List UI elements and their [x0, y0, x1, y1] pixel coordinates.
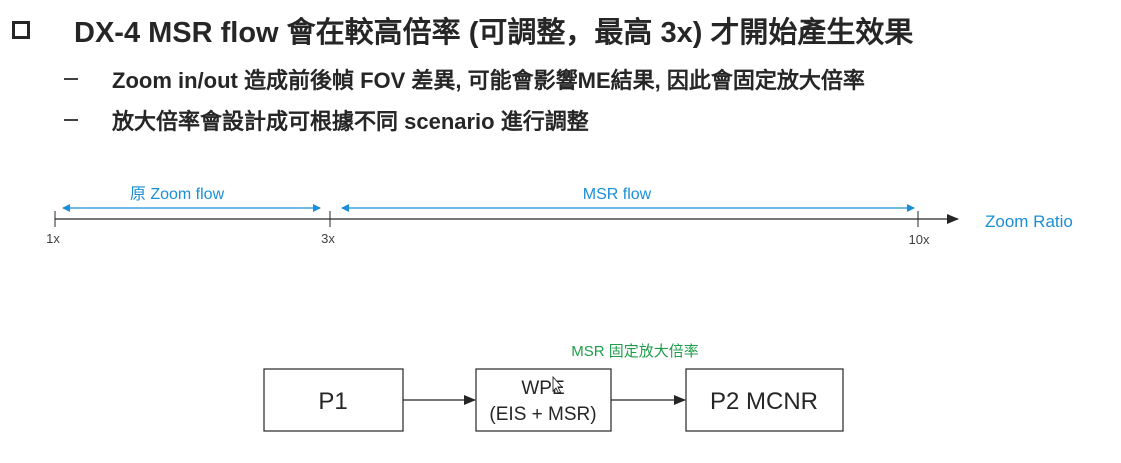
bullet-item: 放大倍率會設計成可根據不同 scenario 進行調整	[64, 105, 589, 135]
title-row: DX-4 MSR flow 會在較高倍率 (可調整，最高 3x) 才開始產生效果	[12, 10, 913, 50]
tick-label: 3x	[321, 231, 335, 246]
tick-label: 1x	[46, 231, 60, 246]
box-label: P2 MCNR	[710, 388, 818, 415]
bullet-text: 放大倍率會設計成可根據不同 scenario 進行調整	[112, 109, 589, 134]
square-bullet-icon	[12, 21, 30, 39]
tick-label: 10x	[909, 232, 930, 247]
range-label: 原 Zoom flow	[130, 186, 225, 203]
dash-bullet-icon	[64, 78, 78, 80]
slide-title: DX-4 MSR flow 會在較高倍率 (可調整，最高 3x) 才開始產生效果	[74, 17, 914, 49]
bullet-text: Zoom in/out 造成前後幀 FOV 差異, 可能會影響ME結果, 因此會…	[112, 68, 865, 93]
axis-label: Zoom Ratio	[985, 212, 1073, 231]
dash-bullet-icon	[64, 119, 78, 121]
range-label: MSR flow	[583, 186, 652, 203]
pipeline-box-wpe	[475, 368, 612, 432]
bullet-item: Zoom in/out 造成前後幀 FOV 差異, 可能會影響ME結果, 因此會…	[64, 64, 865, 94]
box-sublabel: (EIS + MSR)	[489, 404, 596, 425]
pipeline-box-p2-mcnr	[685, 368, 844, 432]
mouse-cursor-icon	[552, 375, 564, 394]
pipeline-box-p1	[263, 368, 404, 432]
pipeline-annotation: MSR 固定放大倍率	[571, 343, 699, 360]
box-label: P1	[318, 388, 347, 415]
